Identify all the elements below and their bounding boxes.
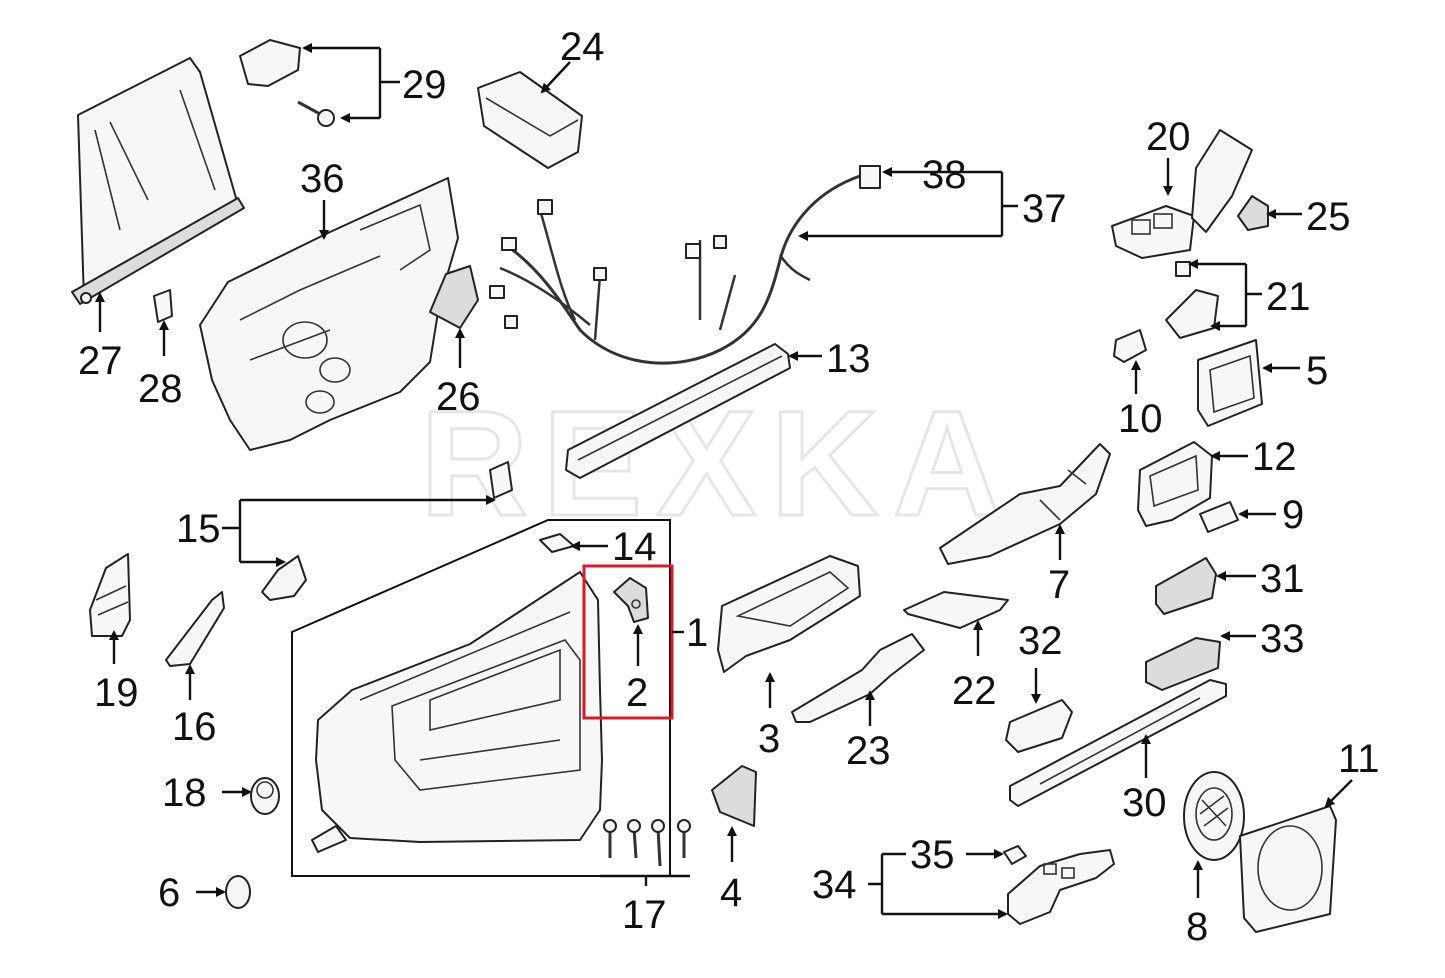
callout-18: 18 xyxy=(162,771,207,815)
callout-10: 10 xyxy=(1118,397,1163,441)
part-36-door-carrier xyxy=(199,177,459,451)
callout-3: 3 xyxy=(758,717,780,761)
callout-34: 34 xyxy=(812,863,857,907)
part-35-bulb xyxy=(1003,845,1027,865)
part-27-sunshade xyxy=(71,57,245,305)
part-31-module xyxy=(1155,557,1217,615)
callout-35: 35 xyxy=(910,833,955,877)
leader-lines xyxy=(95,43,1353,919)
callout-1: 1 xyxy=(686,611,708,655)
part-4-cover xyxy=(711,765,757,827)
part-23-handle-trim xyxy=(791,633,925,723)
part-8-speaker xyxy=(1183,771,1245,861)
part-33-module xyxy=(1145,637,1221,691)
part-30-sill-strip xyxy=(1009,679,1227,807)
callout-17: 17 xyxy=(622,893,667,937)
callout-36: 36 xyxy=(300,157,345,201)
part-21-bracket xyxy=(1165,289,1219,339)
part-3-pull-handle xyxy=(717,555,861,673)
part-25-knob xyxy=(1237,195,1269,231)
callout-27: 27 xyxy=(78,339,123,383)
callout-20: 20 xyxy=(1146,115,1191,159)
part-32-module xyxy=(1005,699,1073,753)
part-22-plate xyxy=(903,591,1009,629)
callout-28: 28 xyxy=(138,367,183,411)
callout-22: 22 xyxy=(952,669,997,713)
part-11-speaker-grille xyxy=(1239,805,1337,933)
callout-19: 19 xyxy=(94,671,139,715)
part-13-trim-strip xyxy=(565,343,791,479)
callout-30: 30 xyxy=(1122,781,1167,825)
part-29-pin xyxy=(297,100,335,127)
callout-15: 15 xyxy=(176,507,221,551)
part-15-trim-lower xyxy=(261,555,307,601)
part-19-speaker-trim xyxy=(89,553,131,637)
callout-11: 11 xyxy=(1338,737,1380,781)
callout-25: 25 xyxy=(1306,195,1351,239)
callout-4: 4 xyxy=(720,871,742,915)
callout-labels: 1 2 3 4 5 6 7 8 9 10 11 12 13 14 15 16 1… xyxy=(78,25,1380,949)
door-trim-panel-frame xyxy=(291,519,671,877)
callout-26: 26 xyxy=(436,375,481,419)
part-15-trim-upper xyxy=(489,461,513,499)
callout-12: 12 xyxy=(1252,435,1297,479)
part-28-clip xyxy=(153,289,173,323)
callout-9: 9 xyxy=(1282,493,1304,537)
callout-37: 37 xyxy=(1022,187,1067,231)
highlighted-part-box xyxy=(582,564,674,720)
callout-24: 24 xyxy=(560,25,605,69)
callout-5: 5 xyxy=(1306,349,1328,393)
callout-8: 8 xyxy=(1186,905,1208,949)
part-6-cap xyxy=(225,875,251,909)
part-26-switch xyxy=(429,265,479,329)
part-20-switch-panel xyxy=(1111,129,1253,259)
callout-29: 29 xyxy=(402,63,447,107)
callout-31: 31 xyxy=(1260,557,1305,601)
callout-7: 7 xyxy=(1048,563,1070,607)
part-24-tray xyxy=(477,71,583,169)
part-16-bracket xyxy=(165,591,225,667)
callout-38: 38 xyxy=(922,153,967,197)
part-1-door-trim-panel xyxy=(311,533,603,853)
part-29-clip xyxy=(239,39,301,87)
callout-14: 14 xyxy=(612,525,657,569)
callout-33: 33 xyxy=(1260,617,1305,661)
part-34-switch-housing xyxy=(1007,849,1115,925)
callout-13: 13 xyxy=(826,337,871,381)
part-10-button xyxy=(1113,329,1147,363)
callout-21: 21 xyxy=(1266,275,1311,319)
part-17-screws xyxy=(603,819,691,867)
part-2-bracket xyxy=(613,577,649,623)
callout-16: 16 xyxy=(172,705,217,749)
callout-2: 2 xyxy=(626,671,648,715)
callout-6: 6 xyxy=(158,871,180,915)
callout-32: 32 xyxy=(1018,619,1063,663)
part-37-wiring-harness xyxy=(489,165,881,365)
part-21-clip xyxy=(1175,261,1191,277)
callout-23: 23 xyxy=(846,729,891,773)
part-7-armrest xyxy=(939,443,1111,565)
part-18-plug xyxy=(250,777,280,815)
part-9-button xyxy=(1199,501,1239,533)
